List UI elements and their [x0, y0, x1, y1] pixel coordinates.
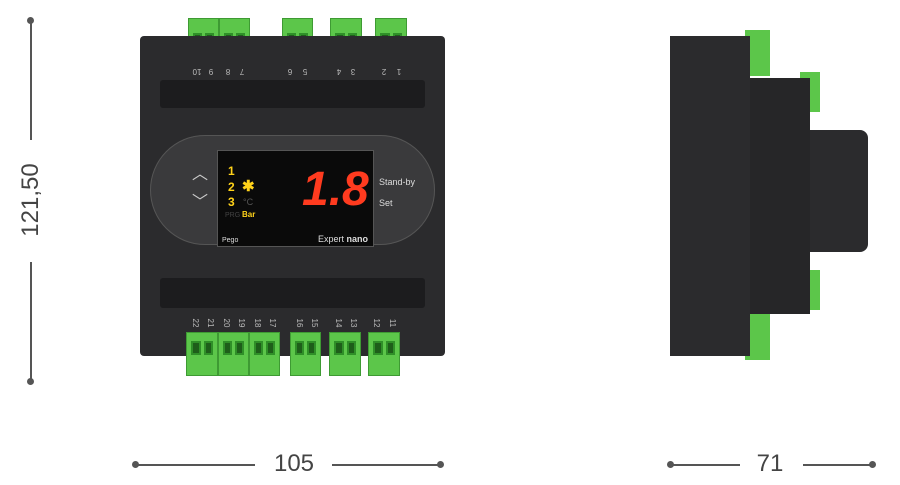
snowflake-icon: ✱: [242, 178, 255, 195]
terminal-block-bottom: [329, 332, 361, 376]
terminal-number: 12: [372, 318, 381, 328]
dim-height-line-bottom: [30, 262, 32, 382]
dim-width-right-dot: [437, 461, 444, 468]
dim-width-label: 105: [273, 450, 315, 477]
terminal-number: 15: [310, 318, 319, 328]
dim-width-line-right: [332, 464, 440, 466]
bottom-rail: [160, 278, 425, 308]
terminal-number: 2: [381, 67, 387, 76]
prg-label: PRG: [225, 212, 241, 219]
top-rail: [160, 80, 425, 108]
celsius-label: °C: [243, 197, 254, 207]
dim-width-line-left: [135, 464, 255, 466]
terminal-number: 11: [388, 318, 397, 328]
terminal-number: 7: [239, 67, 245, 76]
dim-depth-line-left: [670, 464, 740, 466]
terminal-number: 9: [208, 67, 214, 76]
terminal-block-bottom: [368, 332, 400, 376]
down-button[interactable]: ﹀: [192, 194, 209, 211]
dim-depth-label: 71: [756, 450, 784, 477]
dim-depth-right-dot: [869, 461, 876, 468]
terminal-number: 17: [268, 318, 277, 328]
standby-button[interactable]: Stand-by: [379, 177, 416, 187]
brand-pego: Pego: [222, 237, 239, 244]
terminal-block-bottom: [290, 332, 321, 376]
display-value: 1.8: [302, 163, 369, 216]
dim-height-label: 121,50: [17, 163, 44, 237]
display-screen: [217, 150, 374, 247]
terminal-block-bottom: [218, 332, 249, 376]
dim-depth-line-right: [803, 464, 873, 466]
indicator-2: 2: [228, 180, 235, 194]
terminal-number: 18: [253, 318, 262, 328]
terminal-number: 8: [225, 67, 231, 76]
terminal-number: 13: [349, 318, 358, 328]
side-mid: [750, 78, 810, 314]
terminal-block-bottom: [249, 332, 280, 376]
dim-height-bottom-dot: [27, 378, 34, 385]
terminal-block-bottom: [186, 332, 218, 376]
terminal-number: 19: [237, 318, 246, 328]
side-body: [670, 36, 750, 356]
indicator-1: 1: [228, 164, 235, 178]
terminal-number: 5: [302, 67, 308, 76]
model-name-main: Expert: [318, 234, 345, 244]
terminal-number: 1: [396, 67, 402, 76]
terminal-number: 10: [192, 67, 202, 76]
terminal-number: 3: [350, 67, 356, 76]
bar-label: Bar: [242, 210, 256, 219]
terminal-number: 14: [334, 318, 343, 328]
model-name-suffix: nano: [346, 234, 369, 244]
side-front-protrusion: [810, 130, 868, 252]
dim-height-line-top: [30, 20, 32, 140]
terminal-number: 21: [206, 318, 215, 328]
terminal-number: 4: [336, 67, 342, 76]
indicator-3: 3: [228, 195, 235, 209]
terminal-number: 22: [191, 318, 200, 328]
model-name: Expert nano: [318, 234, 368, 245]
terminal-number: 16: [295, 318, 304, 328]
terminal-number: 6: [287, 67, 293, 76]
terminal-number: 20: [222, 318, 231, 328]
set-button[interactable]: Set: [379, 198, 393, 208]
up-button[interactable]: ︿: [192, 166, 209, 183]
